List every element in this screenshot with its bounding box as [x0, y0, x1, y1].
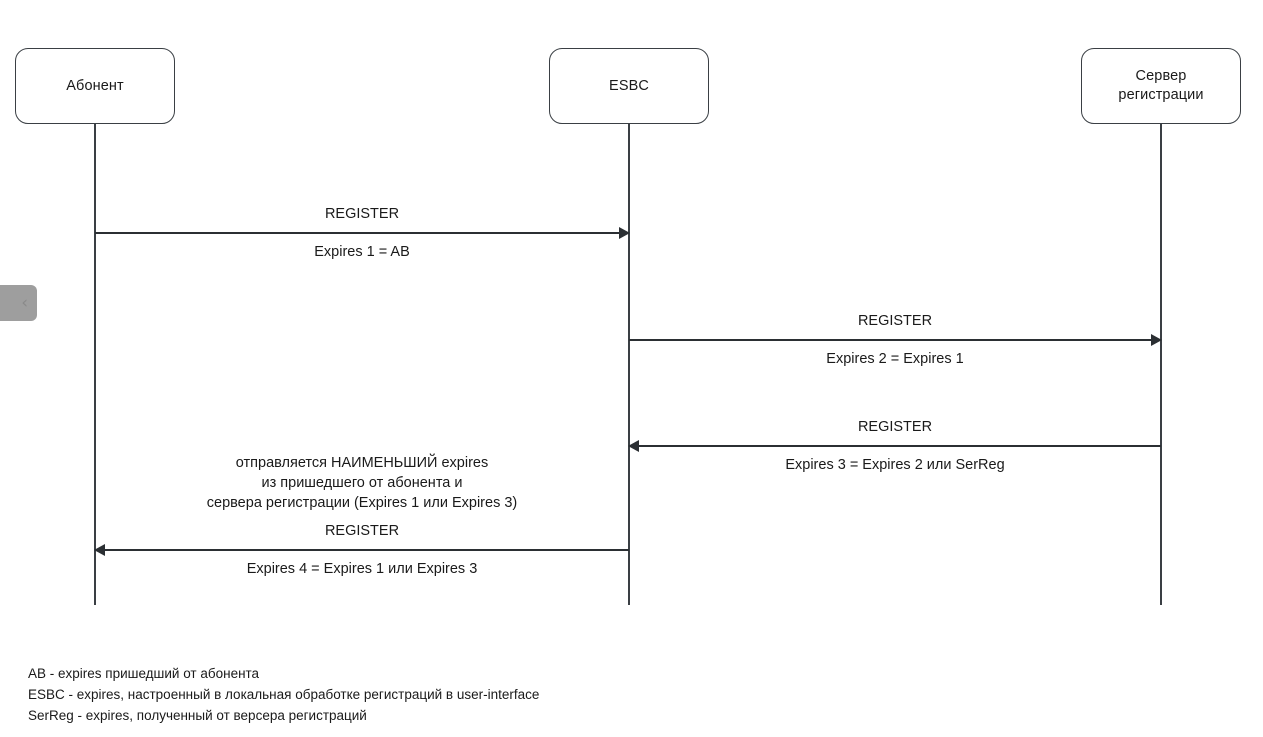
participant-label: Абонент	[66, 77, 124, 94]
lifeline-subscriber	[94, 124, 96, 605]
message-2-label-below: Expires 2 = Expires 1	[826, 351, 964, 367]
arrowhead-right-icon	[619, 226, 630, 239]
message-note: отправляется НАИМЕНЬШИЙ expires из прише…	[206, 455, 518, 511]
participant-label: Сервер регистрации	[1118, 68, 1204, 103]
arrow-line	[95, 232, 629, 234]
arrowhead-right-icon	[1151, 333, 1162, 346]
message-2-label-above: REGISTER	[857, 313, 933, 329]
arrow-line	[95, 549, 629, 551]
collapse-panel-handle[interactable]: ‹	[0, 285, 37, 321]
message-1-label-below: Expires 1 = AB	[314, 244, 410, 260]
legend: AB - expires пришедший от абонента ESBC …	[28, 663, 539, 726]
arrowhead-left-icon	[94, 543, 105, 556]
legend-line-serreg: SerReg - expires, полученный от версера …	[28, 708, 367, 723]
lifeline-esbc	[628, 124, 630, 605]
participant-box-esbc[interactable]: ESBC	[549, 48, 709, 124]
arrowhead-left-icon	[628, 439, 639, 452]
participant-box-regserver[interactable]: Сервер регистрации	[1081, 48, 1241, 124]
arrow-line	[629, 445, 1161, 447]
legend-line-esbc: ESBC - expires, настроенный в локальная …	[28, 687, 540, 702]
chevron-left-icon: ‹	[21, 292, 28, 313]
lifeline-regserver	[1160, 124, 1162, 605]
message-3-label-below: Expires 3 = Expires 2 или SerReg	[785, 457, 1005, 473]
message-4-label-above: REGISTER	[324, 523, 400, 539]
message-1-label-above: REGISTER	[324, 206, 400, 222]
participant-box-subscriber[interactable]: Абонент	[15, 48, 175, 124]
legend-line-ab: AB - expires пришедший от абонента	[28, 666, 260, 681]
message-3-label-above: REGISTER	[857, 419, 933, 435]
participant-label: ESBC	[609, 77, 649, 94]
arrow-line	[629, 339, 1161, 341]
message-4-label-below: Expires 4 = Expires 1 или Expires 3	[246, 561, 478, 577]
